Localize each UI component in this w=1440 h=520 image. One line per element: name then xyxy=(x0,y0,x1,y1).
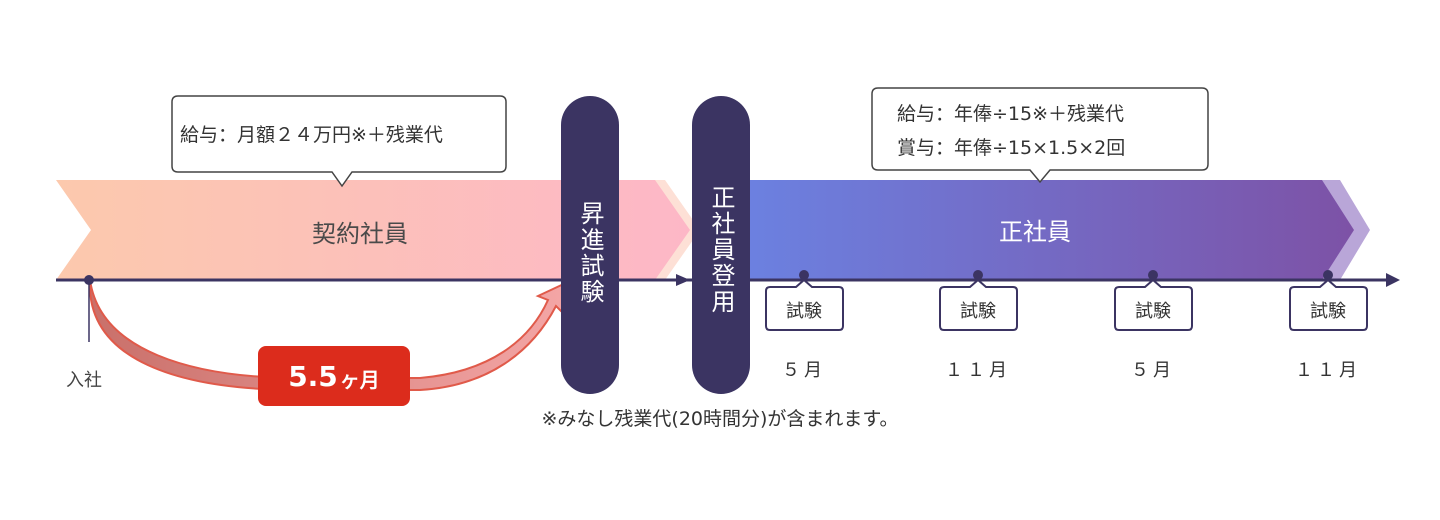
exam-dot xyxy=(1148,270,1158,280)
duration-value: 5.5 xyxy=(288,359,338,393)
exam-box xyxy=(1114,278,1193,331)
exam-label: 試験 xyxy=(960,301,996,322)
exam-dot xyxy=(1323,270,1333,280)
regular-pay-callout xyxy=(871,87,1209,184)
exam-month: １１月 xyxy=(945,360,1011,381)
promotion-exam-pill xyxy=(561,96,619,394)
exam-box xyxy=(765,278,844,331)
join-label: 入社 xyxy=(66,370,102,391)
contract-pay-callout xyxy=(171,95,507,188)
duration-unit: ヶ月 xyxy=(339,367,380,392)
regular-pay-text-line2: 賞与：年俸÷15×1.5×2回 xyxy=(897,137,1126,159)
regular-pay-text-line1: 給与：年俸÷15※＋残業代 xyxy=(897,103,1125,125)
contract-stage-label: 契約社員 xyxy=(312,220,408,248)
exam-label: 試験 xyxy=(1310,301,1346,322)
promotion-exam-label: 昇進試験 xyxy=(576,201,604,305)
exam-label: 試験 xyxy=(786,301,822,322)
exam-month: ５月 xyxy=(1131,360,1175,381)
regular-band xyxy=(730,180,1354,280)
regular-stage-label: 正社員 xyxy=(999,218,1071,246)
regular-appointment-pill xyxy=(692,96,750,394)
exam-dot xyxy=(973,270,983,280)
exam-dot xyxy=(799,270,809,280)
footnote: ※みなし残業代(20時間分)が含まれます。 xyxy=(541,408,899,430)
join-dot xyxy=(84,275,94,285)
exam-month: １１月 xyxy=(1295,360,1361,381)
contract-band xyxy=(56,180,690,280)
exam-month: ５月 xyxy=(782,360,826,381)
exam-label: 試験 xyxy=(1135,301,1171,322)
contract-pay-text: 給与：月額２４万円※＋残業代 xyxy=(180,124,443,146)
exam-box xyxy=(1289,278,1368,331)
regular-appointment-label: 正社員登用 xyxy=(707,185,735,315)
mid-arrowhead xyxy=(676,274,690,286)
exam-box xyxy=(939,278,1018,331)
timeline-axis-arrowhead xyxy=(1386,273,1400,287)
